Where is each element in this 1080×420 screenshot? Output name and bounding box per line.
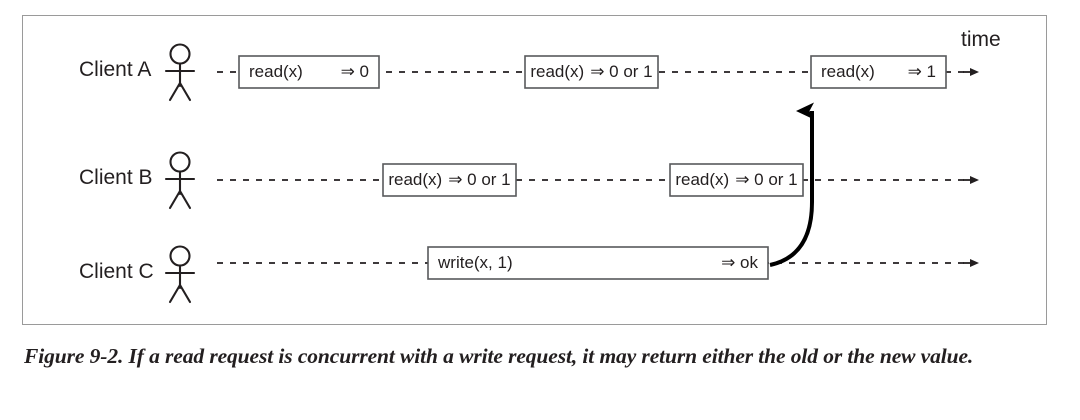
operation-box-a2[interactable]: read(x) ⇒ 0 or 1 xyxy=(524,55,659,89)
causality-arrow xyxy=(769,102,814,267)
operation-call-a1: read(x) xyxy=(249,62,303,81)
time-axis-label: time xyxy=(961,28,1001,51)
operation-label-b1: read(x) ⇒ 0 or 1 xyxy=(388,170,510,189)
operation-call-c1: write(x, 1) xyxy=(437,253,513,272)
figure-frame: Client A time read(x) ⇒ 0 xyxy=(22,15,1047,325)
operation-result-c1: ⇒ ok xyxy=(721,253,758,272)
operation-result-b2: ⇒ 0 or 1 xyxy=(735,170,797,189)
sequence-diagram: Client A time read(x) ⇒ 0 xyxy=(79,28,1001,304)
lane-client-b: Client B read(x) ⇒ 0 or 1 xyxy=(79,151,979,210)
operation-result-b1: ⇒ 0 or 1 xyxy=(448,170,510,189)
client-c-avatar-icon xyxy=(164,245,196,304)
operation-box-c1[interactable]: write(x, 1) ⇒ ok xyxy=(427,246,769,280)
client-b-avatar-icon xyxy=(164,151,196,210)
figure-caption: Figure 9-2. If a read request is concurr… xyxy=(24,344,974,368)
operation-box-b1[interactable]: read(x) ⇒ 0 or 1 xyxy=(382,163,517,197)
operation-call-b1: read(x) xyxy=(388,170,442,189)
operation-box-a3[interactable]: read(x) ⇒ 1 xyxy=(810,55,947,89)
operation-call-a3: read(x) xyxy=(821,62,875,81)
lane-label-client-c: Client C xyxy=(79,260,154,283)
lane-client-c: Client C write(x, 1) ⇒ ok xyxy=(79,245,979,304)
operation-box-a1[interactable]: read(x) ⇒ 0 xyxy=(238,55,380,89)
operation-label-a2: read(x) ⇒ 0 or 1 xyxy=(530,62,652,81)
operation-box-b2[interactable]: read(x) ⇒ 0 or 1 xyxy=(669,163,804,197)
lane-label-client-b: Client B xyxy=(79,166,153,189)
operation-result-a3: ⇒ 1 xyxy=(908,62,936,81)
lane-label-client-a: Client A xyxy=(79,58,151,81)
lane-client-a: Client A time read(x) ⇒ 0 xyxy=(79,28,1001,102)
operation-call-a2: read(x) xyxy=(530,62,584,81)
operation-result-a2: ⇒ 0 or 1 xyxy=(590,62,652,81)
operation-result-a1: ⇒ 0 xyxy=(341,62,369,81)
client-a-avatar-icon xyxy=(164,43,196,102)
operation-call-b2: read(x) xyxy=(675,170,729,189)
operation-label-b2: read(x) ⇒ 0 or 1 xyxy=(675,170,797,189)
